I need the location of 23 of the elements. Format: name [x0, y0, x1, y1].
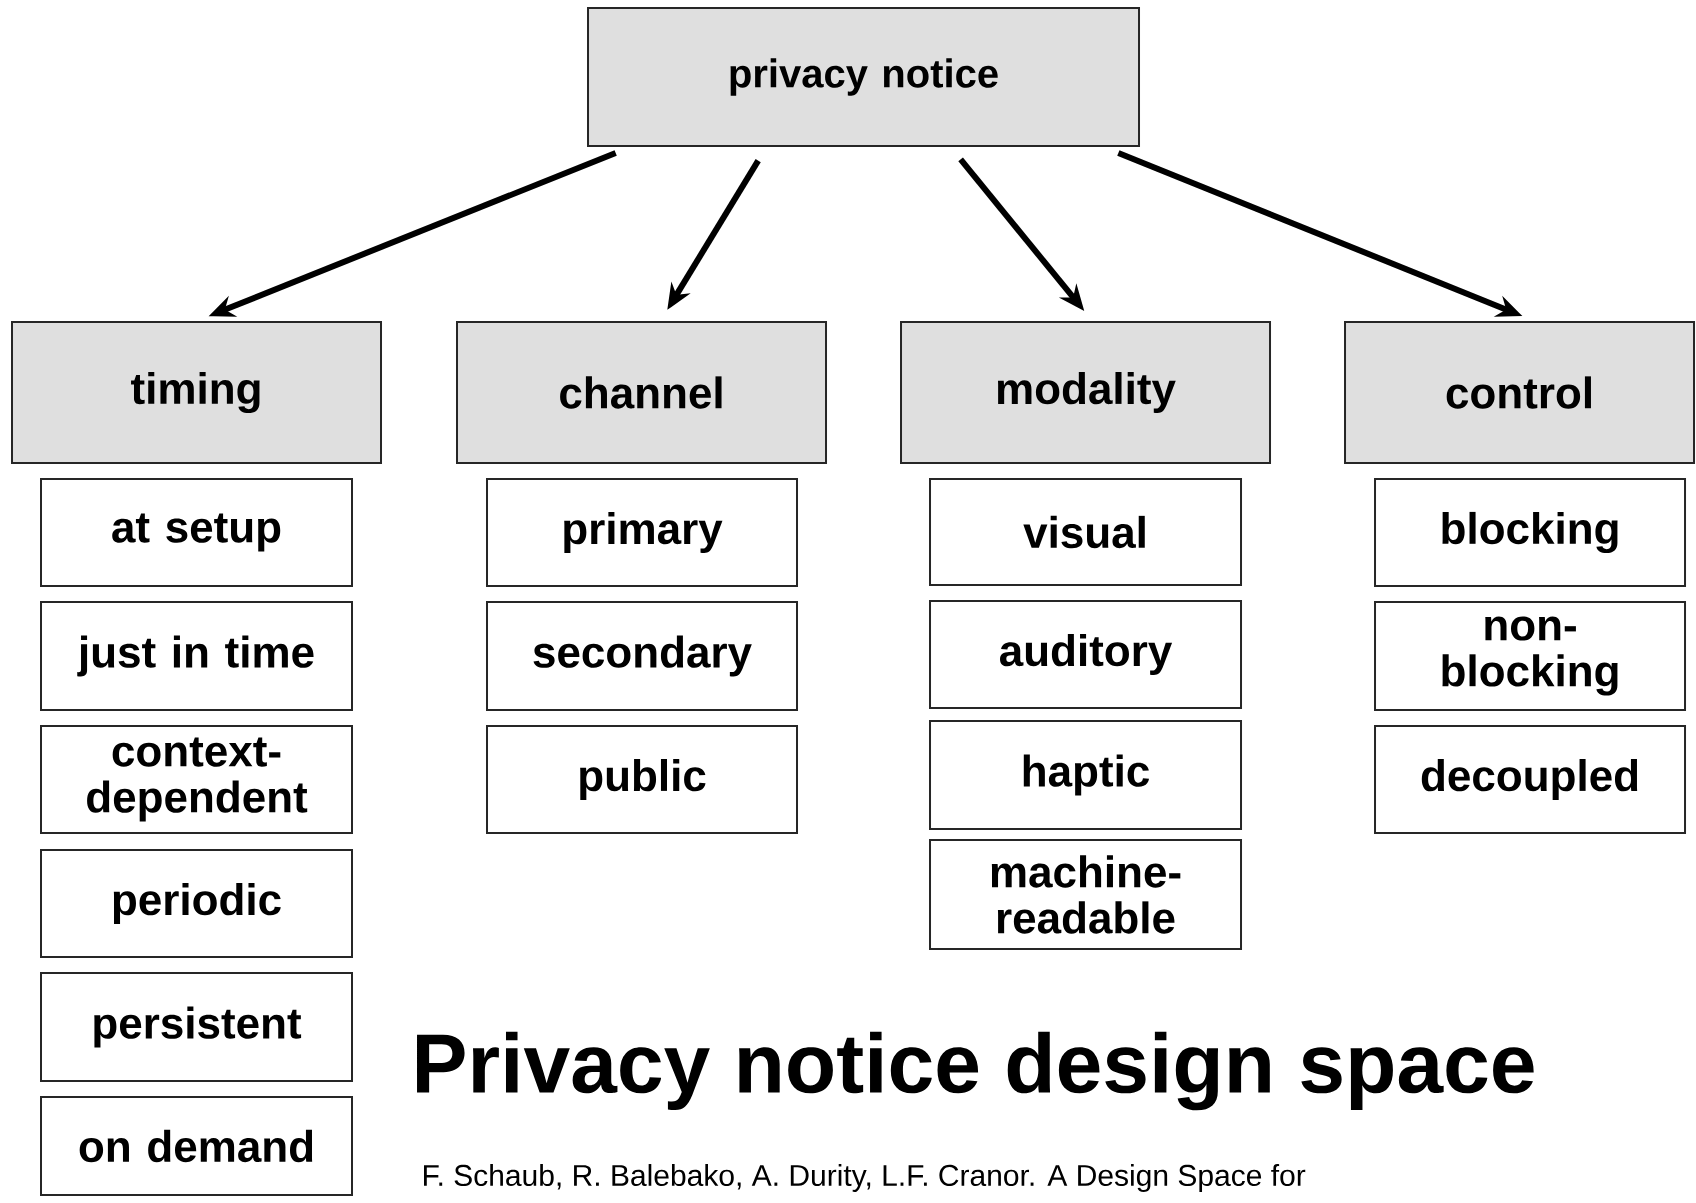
root-box: privacy notice [587, 7, 1140, 147]
title: Privacy notice design space [417, 1031, 1534, 1111]
option-box: machine-readable [929, 839, 1242, 950]
option-box: primary [486, 478, 798, 587]
option-box: periodic [40, 849, 353, 958]
option-box: just in time [40, 601, 353, 711]
option-box: auditory [929, 600, 1242, 709]
category-box: channel [456, 321, 827, 464]
option-box: blocking [1374, 478, 1686, 587]
citation: F. Schaub, R. Balebako, A. Durity, L.F. Cranor. A Design Space for [424, 1164, 1306, 1192]
option-box: at setup [40, 478, 353, 587]
option-box: public [486, 725, 798, 834]
category-box: timing [11, 321, 382, 464]
option-box: haptic [929, 720, 1242, 830]
option-box: secondary [486, 601, 798, 711]
option-box: non-blocking [1374, 601, 1686, 711]
category-box: modality [900, 321, 1271, 464]
category-box: control [1344, 321, 1695, 464]
option-box: persistent [40, 972, 353, 1082]
option-box: decoupled [1374, 725, 1686, 834]
option-box: on demand [40, 1096, 353, 1196]
option-box: visual [929, 478, 1242, 586]
option-box: context-dependent [40, 725, 353, 834]
